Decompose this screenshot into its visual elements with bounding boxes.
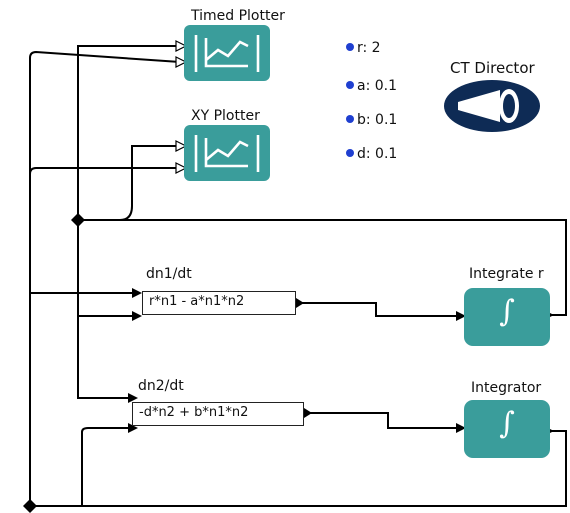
- wire-n1-to-expr2: [77, 220, 132, 399]
- parameter-label: b: 0.1: [357, 112, 398, 128]
- ct-director-icon: [444, 80, 540, 132]
- wire-n1-to-expr1: [77, 220, 137, 317]
- parameter-dot-icon: [346, 149, 354, 157]
- timed-plotter-label: Timed Plotter: [191, 8, 285, 24]
- plot-icon: [194, 135, 260, 172]
- plot-icon: [194, 35, 260, 72]
- xy-port-1: [175, 140, 188, 152]
- parameter-b[interactable]: b: 0.1: [346, 112, 397, 128]
- parameter-dot-icon: [346, 115, 354, 123]
- xy-plotter-label: XY Plotter: [191, 108, 260, 124]
- parameter-dot-icon: [346, 43, 354, 51]
- wire-n2-to-timed: [29, 50, 181, 506]
- timed-plotter-actor[interactable]: [184, 25, 270, 81]
- expr1-box[interactable]: r*n1 - a*n1*n2: [142, 291, 296, 315]
- integrator1-label: Integrate r: [469, 266, 544, 282]
- parameter-label: r: 2: [357, 40, 381, 56]
- wire-n2-feedback: [30, 430, 567, 507]
- expr2-port-in-2: [128, 423, 138, 433]
- wire-expr2-to-integ2: [304, 412, 458, 429]
- parameter-label: a: 0.1: [357, 78, 398, 94]
- parameter-a[interactable]: a: 0.1: [346, 78, 397, 94]
- integrator1-block[interactable]: ∫: [464, 288, 550, 346]
- integrator2-label: Integrator: [471, 380, 542, 396]
- parameter-d[interactable]: d: 0.1: [346, 146, 397, 162]
- junction-n1: [71, 213, 85, 227]
- expr1-title: dn1/dt: [146, 266, 192, 282]
- expr1-port-in-2: [132, 311, 142, 321]
- expr2-port-in-1: [128, 393, 138, 403]
- expr2-title: dn2/dt: [138, 378, 184, 394]
- junction-n2: [23, 499, 37, 513]
- integral-icon: ∫: [499, 294, 515, 329]
- integrator2-block[interactable]: ∫: [464, 400, 550, 458]
- wire-n1-to-timed: [77, 45, 180, 220]
- integ2-port-in: [456, 423, 466, 433]
- wire-expr1-to-integ1: [296, 302, 458, 317]
- wire-n1-to-xy: [78, 145, 180, 221]
- wire-n2-to-xy: [29, 167, 180, 506]
- timed-plotter-block: [184, 25, 270, 81]
- wire-n2-to-expr1: [29, 292, 137, 506]
- parameter-r[interactable]: r: 2: [346, 40, 381, 56]
- expr1-expression: r*n1 - a*n1*n2: [149, 294, 245, 309]
- parameter-label: d: 0.1: [357, 146, 398, 162]
- expr2-expression: -d*n2 + b*n1*n2: [139, 405, 249, 420]
- ct-director-label: CT Director: [450, 59, 535, 77]
- expr1-port-in-1: [132, 288, 142, 298]
- integ1-port-in: [456, 311, 466, 321]
- timed-port-2: [175, 56, 188, 68]
- timed-port-1: [175, 40, 188, 52]
- xy-port-2: [175, 162, 188, 174]
- expr2-box[interactable]: -d*n2 + b*n1*n2: [132, 402, 304, 426]
- wire-n2-to-expr2: [81, 427, 132, 506]
- wire-n1-feedback: [78, 219, 567, 316]
- expr2-port-out: [304, 408, 312, 418]
- xy-plotter-actor[interactable]: [184, 125, 270, 181]
- expr1-port-out: [296, 298, 304, 308]
- ct-director-actor[interactable]: [444, 80, 540, 132]
- xy-plotter-block: [184, 125, 270, 181]
- integral-icon: ∫: [499, 406, 515, 441]
- parameter-dot-icon: [346, 81, 354, 89]
